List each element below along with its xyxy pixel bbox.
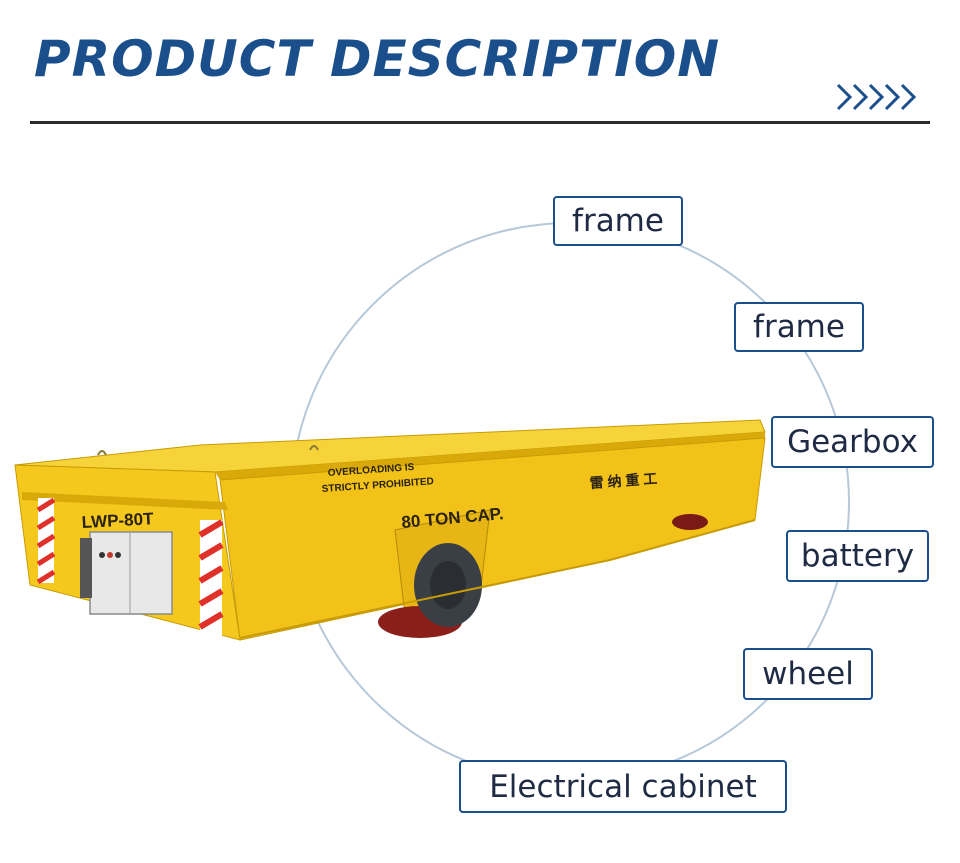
label-electrical-cabinet: Electrical cabinet	[459, 760, 787, 813]
label-wheel: wheel	[743, 648, 873, 700]
label-gearbox: Gearbox	[771, 416, 934, 468]
label-frame: frame	[734, 302, 864, 352]
page-title: PRODUCT DESCRIPTION	[34, 30, 721, 88]
brand-chinese-text: 雷 纳 重 工	[589, 470, 658, 491]
header-divider	[30, 121, 930, 124]
model-text: LWP-80T	[81, 509, 154, 532]
transfer-cart-image: OVERLOADING IS STRICTLY PROHIBITED 雷 纳 重…	[14, 419, 766, 641]
chevrons-right-icon	[836, 83, 917, 111]
label-frame-top: frame	[553, 196, 683, 246]
label-battery: battery	[786, 530, 929, 582]
